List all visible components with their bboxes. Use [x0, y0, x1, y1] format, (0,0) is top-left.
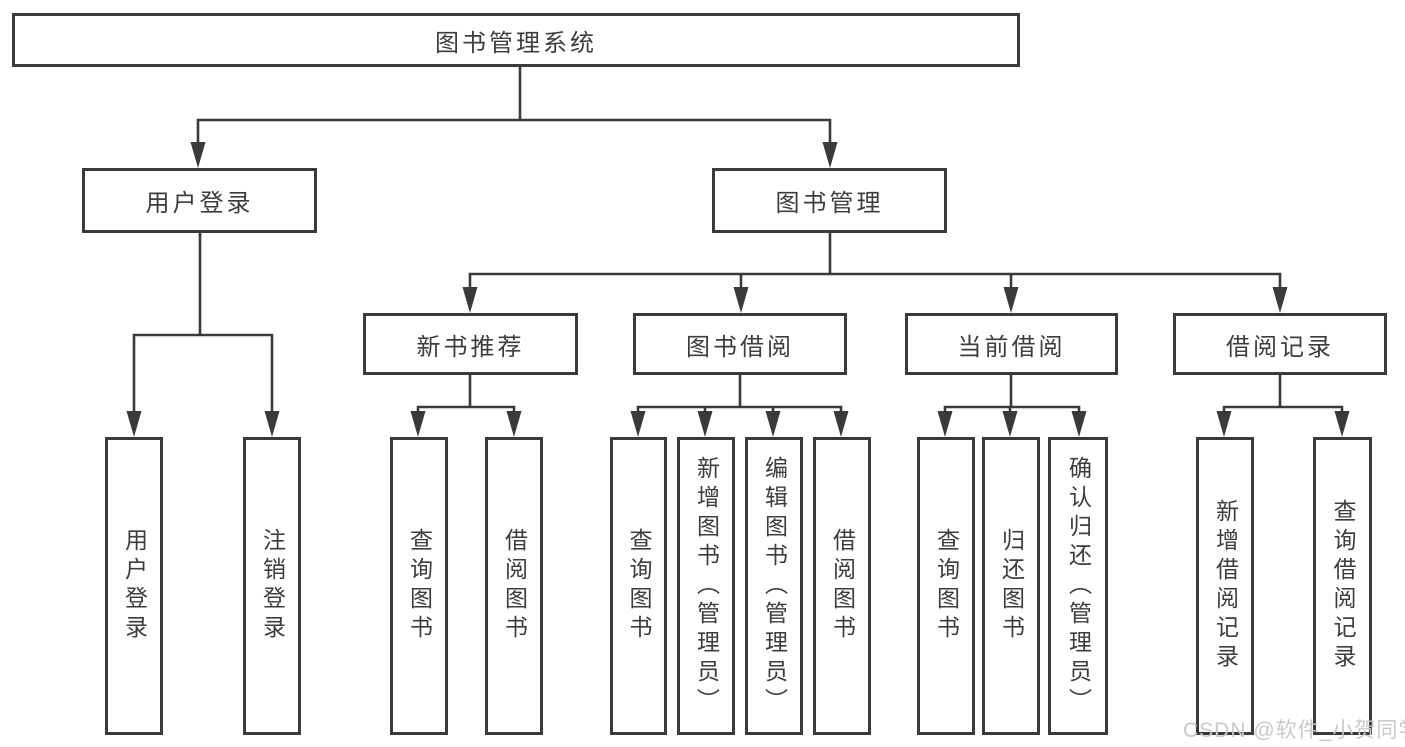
node-label: 借阅记录: [1226, 333, 1334, 361]
node-label: 编辑图书（管理员）: [761, 455, 788, 717]
node-borrow-records: 借阅记录: [1173, 313, 1387, 375]
node-label: 查询图书: [406, 528, 433, 644]
node-label: 确认归还（管理员）: [1065, 455, 1092, 717]
node-label: 借阅图书: [829, 528, 856, 644]
node-current-borrowing: 当前借阅: [905, 313, 1118, 375]
node-label: 归还图书: [998, 528, 1025, 644]
leaf-rec-query-books: 查询图书: [390, 437, 448, 735]
node-label: 查询图书: [933, 528, 960, 644]
leaf-cb-return-books: 归还图书: [982, 437, 1040, 735]
node-book-borrowing: 图书借阅: [633, 313, 847, 375]
node-label: 图书管理: [775, 190, 884, 217]
leaf-user-login: 用户登录: [105, 437, 163, 735]
node-label: 当前借阅: [957, 333, 1066, 361]
leaf-cb-confirm-return-admin: 确认归还（管理员）: [1048, 437, 1108, 735]
node-label: 用户登录: [121, 528, 148, 644]
node-label: 新增图书（管理员）: [693, 455, 720, 717]
node-label: 新增借阅记录: [1212, 499, 1239, 673]
leaf-br-add-record: 新增借阅记录: [1196, 437, 1254, 735]
node-label: 图书管理系统: [435, 29, 597, 57]
leaf-cb-query-books: 查询图书: [917, 437, 975, 735]
leaf-bb-edit-books-admin: 编辑图书（管理员）: [745, 437, 803, 735]
leaf-bb-add-books-admin: 新增图书（管理员）: [677, 437, 735, 735]
node-label: 查询借阅记录: [1330, 499, 1356, 673]
node-label: 新书推荐: [416, 333, 525, 361]
node-user-login: 用户登录: [82, 168, 317, 233]
node-label: 用户登录: [145, 190, 254, 217]
node-new-book-recommend: 新书推荐: [363, 313, 578, 375]
node-label: 借阅图书: [501, 528, 528, 644]
node-label: 图书借阅: [686, 333, 794, 361]
node-book-management-system: 图书管理系统: [12, 13, 1020, 67]
node-label: 查询图书: [626, 528, 652, 644]
csdn-watermark: CSDN @软件_小贺同学: [1183, 719, 1405, 742]
leaf-bb-borrow-books: 借阅图书: [813, 437, 871, 735]
node-label: 注销登录: [259, 528, 286, 644]
node-book-management: 图书管理: [712, 168, 947, 233]
leaf-logout: 注销登录: [243, 437, 301, 735]
leaf-br-query-record: 查询借阅记录: [1313, 437, 1372, 735]
leaf-bb-query-books: 查询图书: [610, 437, 667, 735]
leaf-rec-borrow-books: 借阅图书: [485, 437, 543, 735]
